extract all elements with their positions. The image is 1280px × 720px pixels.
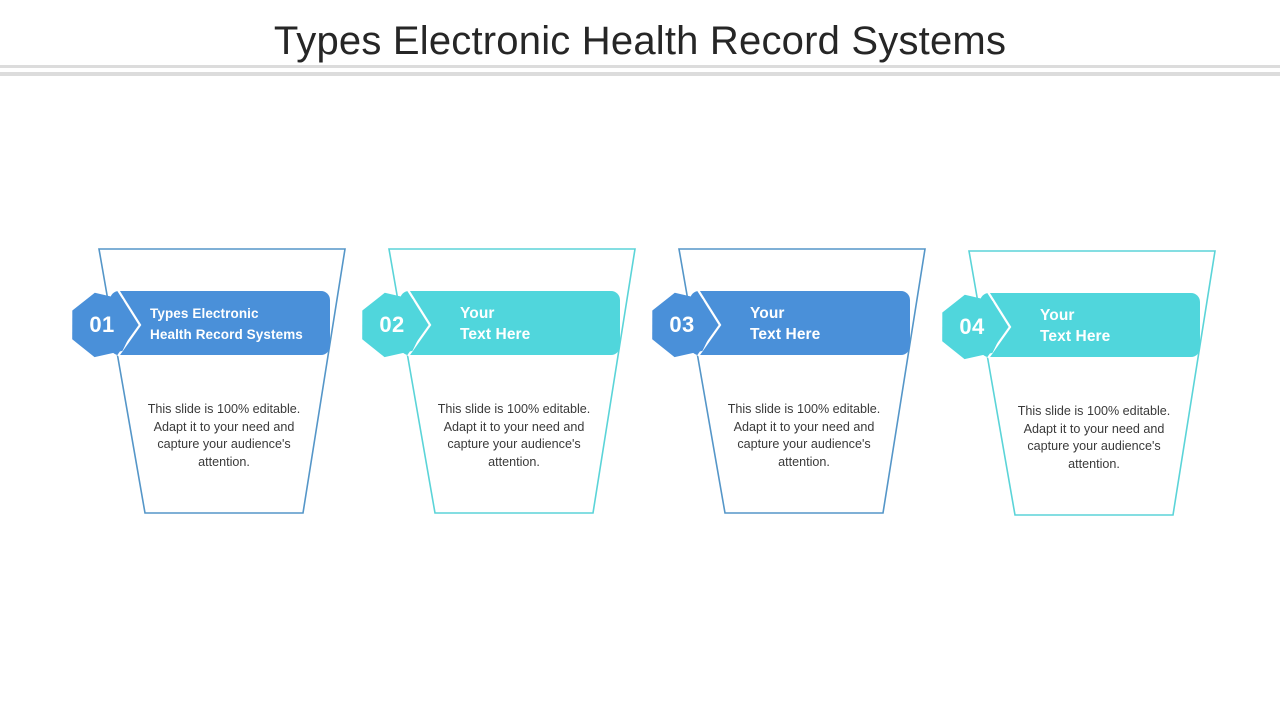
funnel-shape-group (652, 248, 926, 514)
funnel-outline (968, 250, 1216, 516)
funnel-banner[interactable] (110, 291, 330, 355)
funnel-shape-group (72, 248, 346, 514)
funnel-body-text: This slide is 100% editable. Adapt it to… (1017, 404, 1171, 471)
badge-notch-divider (117, 289, 142, 357)
badge-notch-divider (697, 289, 722, 357)
funnel-banner[interactable] (980, 293, 1200, 357)
badge-notch-divider (987, 291, 1012, 359)
funnel-shape-group (362, 248, 636, 514)
funnel-number-badge[interactable] (72, 292, 135, 358)
divider-rule-upper (0, 65, 1280, 68)
divider-rule-lower (0, 72, 1280, 76)
funnel-body-text: This slide is 100% editable. Adapt it to… (437, 402, 591, 469)
funnel-outline (388, 248, 636, 514)
funnel-body-text: This slide is 100% editable. Adapt it to… (147, 402, 301, 469)
funnel-outline (678, 248, 926, 514)
page-title: Types Electronic Health Record Systems (273, 19, 1007, 63)
title-divider (0, 64, 1280, 76)
funnel-outline (98, 248, 346, 514)
funnel-banner[interactable] (690, 291, 910, 355)
funnel-number-badge[interactable] (942, 294, 1005, 360)
funnel-number-badge[interactable] (362, 292, 425, 358)
funnel-banner[interactable] (400, 291, 620, 355)
funnel-number-badge[interactable] (652, 292, 715, 358)
badge-notch-divider (407, 289, 432, 357)
funnel-body-text: This slide is 100% editable. Adapt it to… (727, 402, 881, 469)
funnel-shape-group (942, 250, 1216, 516)
